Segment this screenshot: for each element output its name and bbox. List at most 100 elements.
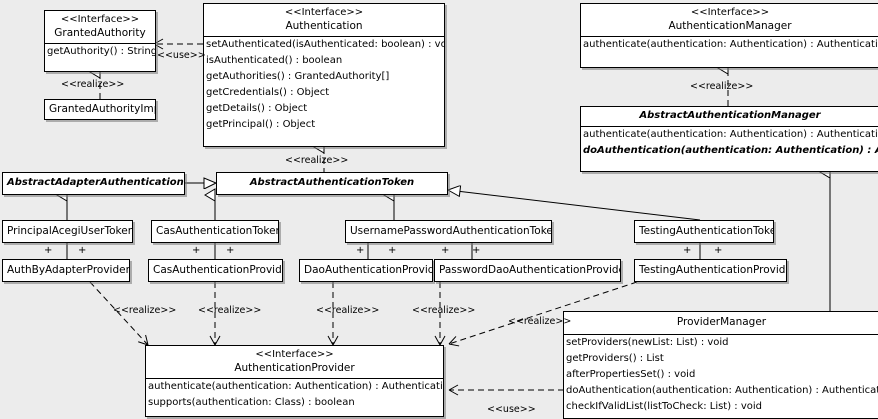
class-box-dao-authentication-provider[interactable]: DaoAuthenticationProvider xyxy=(299,259,433,282)
member-check-if-valid-list: checkIfValidList(listToCheck: List) : vo… xyxy=(566,401,763,412)
class-name-abstract-authentication-token: AbstractAuthenticationToken xyxy=(249,177,415,188)
class-members-provider-manager: setProviders(newList: List) : void getPr… xyxy=(564,334,878,415)
edge-label-realize-passworddaoprovider: <<realize>> xyxy=(412,305,476,316)
class-name-provider-manager: ProviderManager xyxy=(676,316,767,328)
class-header-authentication: <<Interface>> Authentication xyxy=(204,4,444,36)
class-name-testing-authentication-token: TestingAuthenticationToken xyxy=(639,225,774,237)
class-box-testing-authentication-provider[interactable]: TestingAuthenticationProvider xyxy=(634,259,787,282)
class-members-authentication-provider: authenticate(authentication: Authenticat… xyxy=(146,378,443,411)
member-supports: supports(authentication: Class) : boolea… xyxy=(148,397,355,408)
class-header-testing-authentication-provider: TestingAuthenticationProvider xyxy=(635,260,786,280)
class-box-testing-authentication-token[interactable]: TestingAuthenticationToken xyxy=(634,220,774,243)
class-name-authentication-manager: AuthenticationManager xyxy=(668,20,792,32)
member-set-authenticated: setAuthenticated(isAuthenticated: boolea… xyxy=(206,39,445,50)
class-box-principal-acegi-user-token[interactable]: PrincipalAcegiUserToken xyxy=(2,220,133,243)
member-get-providers: getProviders() : List xyxy=(566,353,664,364)
class-members-granted-authority: getAuthority() : String xyxy=(45,43,155,60)
class-header-granted-authority: <<Interface>> GrantedAuthority xyxy=(45,11,155,43)
class-members-authentication-manager: authenticate(authentication: Authenticat… xyxy=(581,36,878,53)
assoc-plus-testing-token-right: + xyxy=(714,245,723,256)
class-name-dao-authentication-provider: DaoAuthenticationProvider xyxy=(304,264,433,276)
class-box-abstract-adapter-authentication-token[interactable]: AbstractAdapterAuthenticationToken xyxy=(2,172,185,195)
member-do-authentication: doAuthentication(authentication: Authent… xyxy=(566,385,878,396)
class-header-provider-manager: ProviderManager xyxy=(564,312,878,334)
class-box-authentication-manager[interactable]: <<Interface>> AuthenticationManager auth… xyxy=(580,3,878,68)
class-box-cas-authentication-provider[interactable]: CasAuthenticationProvider xyxy=(148,259,283,282)
class-name-cas-authentication-token: CasAuthenticationToken xyxy=(156,225,279,237)
stereotype-interface: <<Interface>> xyxy=(284,7,364,18)
class-box-abstract-authentication-manager[interactable]: AbstractAuthenticationManager authentica… xyxy=(580,106,878,172)
member-authenticate: authenticate(authentication: Authenticat… xyxy=(148,381,444,392)
class-header-granted-authority-impl: GrantedAuthorityImpl xyxy=(45,100,155,119)
class-name-authentication: Authentication xyxy=(285,20,363,32)
class-name-auth-by-adapter-provider: AuthByAdapterProvider xyxy=(7,264,130,276)
assoc-plus-userpass-token-b: + xyxy=(388,245,397,256)
class-header-dao-authentication-provider: DaoAuthenticationProvider xyxy=(300,260,432,280)
edge-label-use-authentication-grantedauthority: <<use>> xyxy=(157,50,206,61)
edge-label-realize-abstractauthenticationmanager: <<realize>> xyxy=(690,81,754,92)
class-members-abstract-authentication-manager: authenticate(authentication: Authenticat… xyxy=(581,126,878,159)
edge-label-realize-abstractauthenticationtoken: <<realize>> xyxy=(285,155,349,166)
class-header-abstract-authentication-manager: AbstractAuthenticationManager xyxy=(581,107,878,126)
class-box-granted-authority[interactable]: <<Interface>> GrantedAuthority getAuthor… xyxy=(44,10,156,72)
member-after-properties-set: afterPropertiesSet() : void xyxy=(566,369,696,380)
class-header-auth-by-adapter-provider: AuthByAdapterProvider xyxy=(3,260,129,280)
class-name-password-dao-authentication-provider: PasswordDaoAuthenticationProvider xyxy=(439,264,621,276)
assoc-plus-cas-token-right: + xyxy=(226,245,235,256)
member-get-principal: getPrincipal() : Object xyxy=(206,119,316,130)
edge-label-use-providermanager-authenticationprovider: <<use>> xyxy=(487,404,536,415)
member-get-authority: getAuthority() : String xyxy=(47,46,156,57)
stereotype-interface: <<Interface>> xyxy=(690,7,770,18)
assoc-plus-principal-token-top: + xyxy=(44,245,53,256)
edge-label-realize-casauthenticationprovider: <<realize>> xyxy=(198,305,262,316)
assoc-plus-principal-token-right: + xyxy=(78,245,87,256)
class-box-authentication-provider[interactable]: <<Interface>> AuthenticationProvider aut… xyxy=(145,345,444,417)
class-box-authentication[interactable]: <<Interface>> Authentication setAuthenti… xyxy=(203,3,445,147)
class-box-granted-authority-impl[interactable]: GrantedAuthorityImpl xyxy=(44,99,156,120)
edge-label-realize-authbyadapterprovider: <<realize>> xyxy=(113,305,177,316)
class-header-password-dao-authentication-provider: PasswordDaoAuthenticationProvider xyxy=(435,260,620,280)
assoc-plus-cas-token-left: + xyxy=(192,245,201,256)
class-header-testing-authentication-token: TestingAuthenticationToken xyxy=(635,221,773,241)
assoc-plus-userpass-token-d: + xyxy=(472,245,481,256)
assoc-plus-userpass-token-a: + xyxy=(356,245,365,256)
class-box-username-password-authentication-token[interactable]: UsernamePasswordAuthenticationToken xyxy=(345,220,552,243)
class-name-testing-authentication-provider: TestingAuthenticationProvider xyxy=(639,264,787,276)
class-box-cas-authentication-token[interactable]: CasAuthenticationToken xyxy=(151,220,279,243)
member-get-authorities: getAuthorities() : GrantedAuthority[] xyxy=(206,71,390,82)
class-header-authentication-provider: <<Interface>> AuthenticationProvider xyxy=(146,346,443,378)
class-box-auth-by-adapter-provider[interactable]: AuthByAdapterProvider xyxy=(2,259,130,282)
class-name-username-password-authentication-token: UsernamePasswordAuthenticationToken xyxy=(350,225,552,237)
class-name-principal-acegi-user-token: PrincipalAcegiUserToken xyxy=(7,225,133,237)
class-box-abstract-authentication-token[interactable]: AbstractAuthenticationToken xyxy=(216,172,448,195)
edge-label-realize-testingauthenticationprovider: <<realize>> xyxy=(508,316,572,327)
class-header-cas-authentication-token: CasAuthenticationToken xyxy=(152,221,278,241)
stereotype-interface: <<Interface>> xyxy=(255,349,334,360)
edge-generalize-testingauthenticationtoken-abstractauthenticationtoken xyxy=(448,190,701,221)
class-members-authentication: setAuthenticated(isAuthenticated: boolea… xyxy=(204,36,444,133)
edge-label-realize-grantedauthorityimpl: <<realize>> xyxy=(61,79,125,90)
class-header-username-password-authentication-token: UsernamePasswordAuthenticationToken xyxy=(346,221,551,241)
class-name-cas-authentication-provider: CasAuthenticationProvider xyxy=(153,264,283,276)
class-header-principal-acegi-user-token: PrincipalAcegiUserToken xyxy=(3,221,132,241)
member-is-authenticated: isAuthenticated() : boolean xyxy=(206,55,343,66)
member-get-credentials: getCredentials() : Object xyxy=(206,87,330,98)
class-name-abstract-adapter-authentication-token: AbstractAdapterAuthenticationToken xyxy=(7,177,184,188)
member-set-providers: setProviders(newList: List) : void xyxy=(566,337,729,348)
member-authenticate: authenticate(authentication: Authenticat… xyxy=(583,39,878,50)
member-do-authentication: doAuthentication(authentication: Authent… xyxy=(583,145,878,156)
class-box-password-dao-authentication-provider[interactable]: PasswordDaoAuthenticationProvider xyxy=(434,259,621,282)
class-box-provider-manager[interactable]: ProviderManager setProviders(newList: Li… xyxy=(563,311,878,419)
class-header-cas-authentication-provider: CasAuthenticationProvider xyxy=(149,260,282,280)
class-name-granted-authority-impl: GrantedAuthorityImpl xyxy=(49,103,156,115)
stereotype-interface: <<Interface>> xyxy=(60,14,140,25)
class-name-abstract-authentication-manager: AbstractAuthenticationManager xyxy=(639,110,821,121)
member-authenticate: authenticate(authentication: Authenticat… xyxy=(583,129,878,140)
assoc-plus-testing-token-left: + xyxy=(683,245,692,256)
class-name-authentication-provider: AuthenticationProvider xyxy=(234,362,355,374)
member-get-details: getDetails() : Object xyxy=(206,103,308,114)
class-name-granted-authority: GrantedAuthority xyxy=(54,27,146,39)
class-header-abstract-authentication-token: AbstractAuthenticationToken xyxy=(217,173,447,193)
class-header-abstract-adapter-authentication-token: AbstractAdapterAuthenticationToken xyxy=(3,173,184,193)
